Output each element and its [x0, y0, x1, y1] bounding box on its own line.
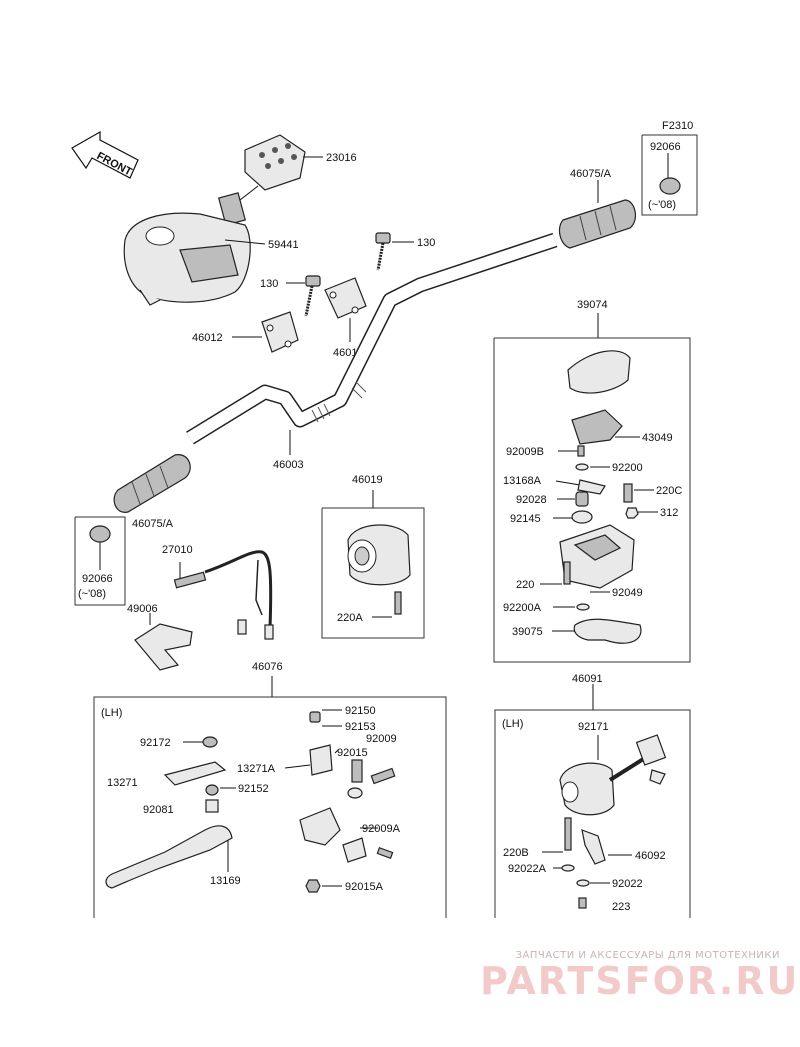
- part-130-right: 130: [375, 232, 435, 271]
- label-46012-a: 46012: [192, 332, 223, 344]
- label-46075-b: 46075/A: [570, 168, 612, 180]
- label-130-a: 130: [260, 278, 278, 290]
- label-312: 312: [660, 507, 678, 519]
- label-92153: 92153: [345, 721, 376, 733]
- grip-plug-b: [659, 177, 681, 195]
- watermark: ЗАПЧАСТИ И АКСЕССУАРЫ ДЛЯ МОТОТЕХНИКИ PA…: [480, 950, 800, 1003]
- part-46075-left-grip: 46075/A: [113, 454, 191, 530]
- ref-code: F2310: [662, 120, 693, 132]
- label-92152: 92152: [238, 783, 269, 795]
- part-46012-left: 46012: [192, 311, 299, 353]
- label-130-b: 130: [417, 237, 435, 249]
- label-92145: 92145: [510, 513, 541, 525]
- box-39074: 39074 43049 92009B 92200 13168A 92028 22…: [493, 299, 691, 663]
- part-130-left: 130: [260, 275, 321, 317]
- part-46012-right: 46012: [324, 277, 367, 359]
- label-92009A: 92009A: [362, 823, 401, 835]
- label-59441: 59441: [268, 239, 299, 251]
- label-13271: 13271: [107, 777, 138, 789]
- label-43049: 43049: [642, 432, 673, 444]
- label-13168A: 13168A: [503, 475, 542, 487]
- label-27010: 27010: [162, 544, 193, 556]
- label-46092: 46092: [635, 850, 666, 862]
- watermark-brand: PARTSFOR.RU: [480, 959, 800, 1003]
- label-220C: 220C: [656, 485, 682, 497]
- ref-box-92066: F2310 92066 (~'08): [641, 120, 698, 216]
- label-39074: 39074: [577, 299, 608, 311]
- label-92015: 92015: [337, 747, 368, 759]
- label-39075: 39075: [512, 626, 543, 638]
- label-92066-a-note: (~'08): [78, 588, 106, 600]
- label-92015A: 92015A: [345, 881, 384, 893]
- front-arrow-icon: FRONT: [71, 130, 139, 179]
- label-92066-b: 92066: [650, 141, 681, 153]
- label-223: 223: [612, 901, 630, 913]
- box-46091: 46091 (LH) 92171 220B 46092 92022A 92022…: [494, 673, 691, 918]
- label-92172: 92172: [140, 737, 171, 749]
- label-46019: 46019: [352, 474, 383, 486]
- label-46091: 46091: [572, 673, 603, 685]
- part-59441: 59441: [123, 212, 299, 306]
- label-lh-2: (LH): [502, 718, 523, 730]
- label-13271A: 13271A: [237, 763, 276, 775]
- part-49006: 49006: [127, 603, 193, 671]
- label-220: 220: [516, 579, 534, 591]
- label-46076: 46076: [252, 661, 283, 673]
- label-92171: 92171: [578, 721, 609, 733]
- label-92022: 92022: [612, 878, 643, 890]
- part-23016: 23016: [217, 134, 357, 226]
- label-92081: 92081: [143, 804, 174, 816]
- label-92066-a: 92066: [82, 573, 113, 585]
- part-46075-right-grip: 46075/A: [558, 168, 637, 249]
- label-lh-1: (LH): [101, 707, 122, 719]
- ref-box-92066-left: 92066 (~'08): [74, 516, 126, 606]
- label-46075-a: 46075/A: [132, 518, 174, 530]
- label-92009B: 92009B: [506, 446, 544, 458]
- label-23016: 23016: [326, 152, 357, 164]
- part-46003-handlebar: 46003: [186, 232, 558, 471]
- label-92022A: 92022A: [508, 863, 547, 875]
- label-46003: 46003: [273, 459, 304, 471]
- box-46076: 46076 (LH) 92150 92153 92172 92009 92015…: [93, 661, 447, 918]
- label-220B: 220B: [503, 847, 529, 859]
- label-92066-b-note: (~'08): [648, 199, 676, 211]
- label-92028: 92028: [516, 494, 547, 506]
- label-13169: 13169: [210, 875, 241, 887]
- label-92009: 92009: [366, 733, 397, 745]
- label-220A: 220A: [337, 612, 363, 624]
- label-92200: 92200: [612, 462, 643, 474]
- box-46019: 46019 220A: [321, 474, 425, 639]
- part-27010-cable: 27010: [162, 544, 274, 640]
- label-92049: 92049: [612, 587, 643, 599]
- label-49006: 49006: [127, 603, 158, 615]
- label-92200A: 92200A: [503, 602, 542, 614]
- label-92150: 92150: [345, 705, 376, 717]
- watermark-tagline: ЗАПЧАСТИ И АКСЕССУАРЫ ДЛЯ МОТОТЕХНИКИ: [515, 950, 780, 961]
